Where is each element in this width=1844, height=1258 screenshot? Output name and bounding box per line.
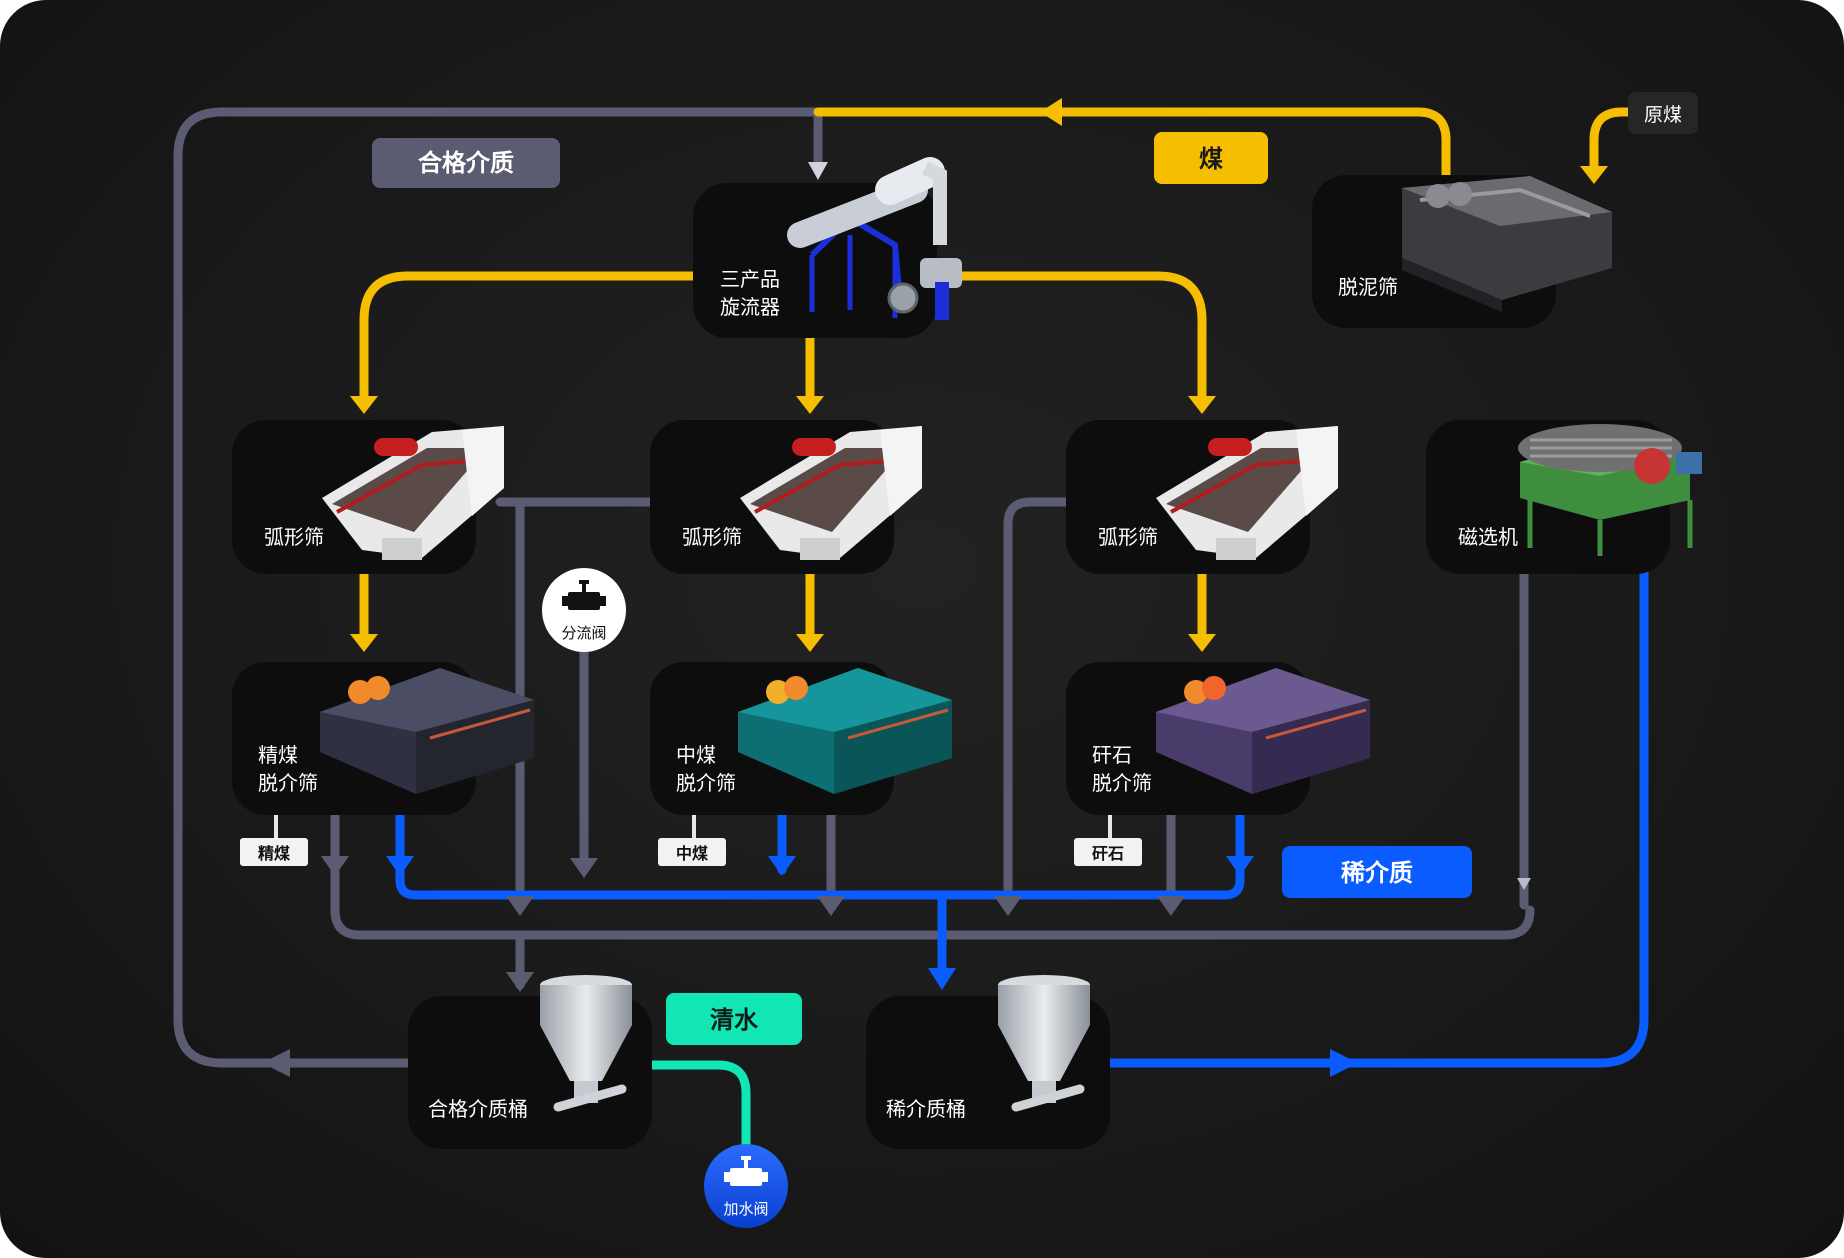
arrow-down-dilute3 xyxy=(1226,856,1254,876)
gangue-label-1: 矸石 xyxy=(1092,743,1132,767)
arrow-down-to-qualified-tank xyxy=(506,972,534,992)
arrow-down-arc3 xyxy=(1188,396,1216,414)
hydrocyclone-icon xyxy=(787,157,962,320)
water-valve-label: 加水阀 xyxy=(723,1200,768,1218)
arc3-label: 弧形筛 xyxy=(1098,525,1158,549)
arrow-left-qualified xyxy=(262,1049,290,1077)
node-labels: 三产品 旋流器 脱泥筛 弧形筛 弧形筛 弧形筛 磁选机 精煤 脱介筛 中煤 脱介… xyxy=(258,267,1518,1121)
water-valve[interactable]: 加水阀 xyxy=(704,1144,788,1228)
raw-coal-tag: 原煤 xyxy=(1628,92,1698,134)
node-cards xyxy=(232,175,1670,1149)
middling-tag-label: 中煤 xyxy=(676,844,708,863)
clean-water-pipe xyxy=(645,1060,751,1155)
middling-label-2: 脱介筛 xyxy=(676,771,736,795)
clean-coal-tag xyxy=(240,838,308,866)
valve-icon xyxy=(724,1156,768,1186)
arrow-down-drain3 xyxy=(817,896,845,916)
arrow-down-dilute2 xyxy=(768,856,796,876)
arrow-down-drain1 xyxy=(321,856,349,876)
medium-tank-icon xyxy=(540,975,1090,1112)
legend-clean-water-label: 清水 xyxy=(710,1006,759,1034)
dilute-tank-label: 稀介质桶 xyxy=(886,1097,966,1121)
clean-coal-tag-label: 精煤 xyxy=(258,844,290,863)
arrow-down-drain2 xyxy=(506,896,534,916)
arrow-down-arc1 xyxy=(350,396,378,414)
cyclone-label-1: 三产品 xyxy=(720,267,780,291)
arrow-down-clean xyxy=(350,634,378,652)
arc-screen-icon xyxy=(322,426,1338,560)
qualified-medium-pipes xyxy=(173,107,1535,1068)
arrow-left-coal-return xyxy=(1040,98,1062,126)
legend-qualified-medium-label: 合格介质 xyxy=(418,149,514,177)
clean-label-1: 精煤 xyxy=(258,743,298,767)
arrow-down-magnetic xyxy=(1517,878,1531,890)
split-valve-label: 分流阀 xyxy=(561,624,606,642)
magnetic-separator-icon xyxy=(1518,424,1702,556)
arrow-down-dilute1 xyxy=(386,856,414,876)
middling-tag xyxy=(658,838,726,866)
legend-qualified-medium: 合格介质 xyxy=(372,138,560,188)
card-cyclone xyxy=(693,183,937,338)
clean-label-2: 脱介筛 xyxy=(258,771,318,795)
legend-dilute-medium-label: 稀介质 xyxy=(1341,859,1413,887)
cyclone-label-2: 旋流器 xyxy=(720,295,780,319)
legend-coal-label: 煤 xyxy=(1199,145,1223,173)
gangue-tag xyxy=(1074,838,1142,866)
arc2-label: 弧形筛 xyxy=(682,525,742,549)
vibrating-screen-icon xyxy=(1402,176,1612,312)
arrow-down-split xyxy=(570,858,598,878)
legend-dilute-medium: 稀介质 xyxy=(1282,846,1472,898)
flow-arrows xyxy=(262,98,1608,1077)
arrow-down-gangue xyxy=(1188,634,1216,652)
middling-label-1: 中煤 xyxy=(676,743,716,767)
arrow-down-raw xyxy=(1580,166,1608,184)
gangue-label-2: 脱介筛 xyxy=(1092,771,1152,795)
arc1-label: 弧形筛 xyxy=(264,525,324,549)
valve-icon xyxy=(562,580,606,610)
raw-coal-label: 原煤 xyxy=(1644,104,1682,126)
legend-clean-water: 清水 xyxy=(666,993,802,1045)
gangue-tag-label: 矸石 xyxy=(1092,844,1124,863)
legend-coal: 煤 xyxy=(1154,132,1268,184)
arrow-down-cyclone-feed xyxy=(808,162,828,180)
desliming-label: 脱泥筛 xyxy=(1338,275,1398,299)
product-tags: 精煤 中煤 矸石 xyxy=(240,815,1142,866)
dewatering-screen-icon xyxy=(320,668,1370,794)
coal-pipes xyxy=(359,107,1633,645)
arrow-down-drain4 xyxy=(994,896,1022,916)
qualified-tank-label: 合格介质桶 xyxy=(428,1097,528,1121)
arrow-down-middling xyxy=(796,634,824,652)
arrow-down-drain5 xyxy=(1157,896,1185,916)
arrow-down-arc2 xyxy=(796,396,824,414)
arrow-down-to-dilute-tank xyxy=(928,968,956,990)
arrow-right-dilute xyxy=(1330,1049,1358,1077)
split-valve[interactable]: 分流阀 xyxy=(542,568,626,652)
magnetic-label: 磁选机 xyxy=(1458,525,1518,549)
